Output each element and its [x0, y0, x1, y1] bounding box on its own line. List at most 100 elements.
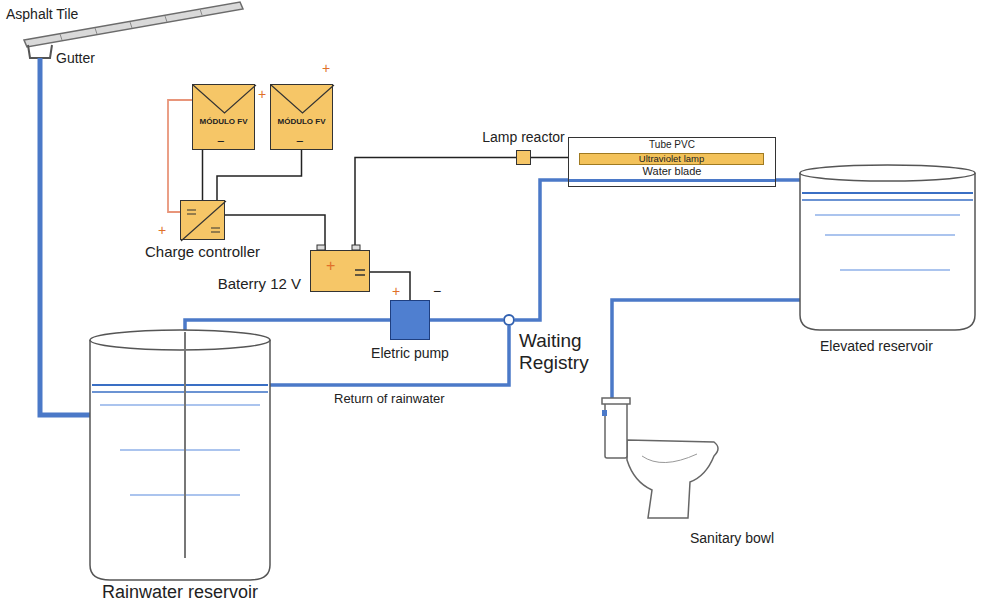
- text-holder: Lamp reactor: [482, 129, 564, 146]
- label-holder: +: [392, 283, 400, 300]
- text-holder: Sanitary bowl: [690, 530, 774, 547]
- water-blade-line: [569, 179, 775, 182]
- node-text: Waiting Registry: [519, 330, 589, 373]
- water-level: [815, 214, 960, 216]
- tank-lid: [602, 398, 630, 404]
- node-text: Elevated reservoir: [820, 338, 933, 354]
- tank-top: [800, 165, 975, 181]
- water-level: [120, 449, 240, 451]
- sanitary-bowl: Sanitary bowl: [602, 398, 727, 523]
- positive-wire: [168, 100, 192, 212]
- controller-symbol: [181, 201, 226, 241]
- text-holder: Ultraviolet lamp: [580, 154, 763, 164]
- polarity-sign: +: [326, 257, 335, 274]
- text-holder: MÓDULO FV: [271, 117, 332, 127]
- toilet-drawing: [602, 398, 727, 523]
- pvc-tube: Tube PVC Water bladeUltraviolet lamp: [568, 137, 776, 187]
- waiting-registry: Waiting Registry: [503, 314, 515, 326]
- node-text: Sanitary bowl: [690, 530, 774, 546]
- text-holder: Eletric pump: [371, 345, 449, 362]
- downpipe: [40, 58, 90, 415]
- polarity-sign: +: [392, 283, 400, 299]
- electric-pump: Eletric pump: [390, 300, 430, 340]
- pv-lines: [193, 85, 256, 113]
- electric-wire: [370, 272, 410, 300]
- polarity-sign: −: [433, 283, 441, 299]
- electric-wire: [202, 150, 204, 200]
- label-holder: −: [217, 134, 225, 150]
- node-text: Rainwater reservoir: [102, 582, 258, 602]
- node-text: MÓDULO FV: [200, 117, 248, 126]
- reservoir-drawing: [800, 165, 975, 330]
- battery-symbol: [311, 251, 371, 293]
- edge-label: Return of rainwater: [332, 391, 447, 406]
- text-holder: Charge controller: [145, 243, 260, 261]
- dc-marks: [355, 270, 365, 275]
- elevated-reservoir: Elevated reservoir: [800, 165, 975, 330]
- part-label: Asphalt Tile: [6, 6, 78, 22]
- water-pipe: [515, 180, 568, 320]
- charge-controller: Charge controller: [180, 200, 225, 240]
- pv-lines: [271, 85, 334, 113]
- water-level: [92, 384, 268, 386]
- water-level: [802, 192, 973, 194]
- tile-hatch: [60, 9, 202, 40]
- reservoir-drawing: [90, 330, 270, 580]
- lamp-reactor: Lamp reactor: [516, 150, 531, 165]
- text-holder: MÓDULO FV: [193, 117, 254, 127]
- text-holder: Water blade: [569, 165, 775, 178]
- uv-lamp: Ultraviolet lamp: [579, 153, 764, 165]
- rainwater-reservoir: Rainwater reservoir: [90, 330, 270, 580]
- text-holder: Tube PVC: [569, 139, 775, 151]
- tank-top: [90, 330, 270, 350]
- bowl-rim: [642, 454, 697, 463]
- water-level: [100, 404, 260, 406]
- node-text: Lamp reactor: [482, 129, 564, 145]
- water-level: [840, 269, 950, 271]
- label-holder: Gutter: [56, 50, 95, 67]
- water-level: [825, 234, 955, 236]
- electric-wire: [531, 157, 568, 159]
- node-text: Eletric pump: [371, 345, 449, 361]
- water-pipe: [430, 318, 503, 322]
- tank-body: [90, 340, 270, 580]
- flush-handle: [602, 410, 607, 416]
- dc-marks: [187, 210, 220, 232]
- text-holder: Rainwater reservoir: [102, 582, 258, 604]
- gutter-shape: [28, 45, 52, 58]
- polarity-sign: −: [296, 134, 304, 149]
- label-holder: +: [322, 60, 330, 77]
- electric-wire: [355, 158, 516, 251]
- tank-body: [800, 173, 975, 330]
- label-holder: +: [326, 256, 335, 275]
- label-holder: −: [433, 283, 441, 300]
- electric-wire: [217, 150, 302, 200]
- label-holder: +: [258, 86, 266, 103]
- node-text: Charge controller: [145, 243, 260, 260]
- part-label: Gutter: [56, 50, 95, 66]
- label-holder: Asphalt Tile: [6, 6, 78, 23]
- toilet-bowl: [627, 440, 718, 518]
- toilet-tank: [605, 400, 627, 458]
- label-holder: −: [296, 134, 304, 150]
- text-holder: Elevated reservoir: [820, 338, 933, 355]
- battery-terminal: [317, 245, 325, 250]
- text-holder: Baterry 12 V: [218, 275, 301, 293]
- water-pipe: [185, 320, 390, 330]
- water-pipe: [776, 178, 800, 182]
- battery-terminal: [352, 245, 360, 250]
- battery: Baterry 12 V: [310, 250, 370, 292]
- water-pipe: [612, 300, 800, 398]
- polarity-sign: +: [322, 60, 330, 76]
- node-text: Water blade: [643, 165, 702, 177]
- text-holder: Waiting Registry: [519, 330, 604, 374]
- node-text: MÓDULO FV: [278, 117, 326, 126]
- node-text: Baterry 12 V: [218, 275, 301, 292]
- water-level: [92, 391, 268, 393]
- polarity-sign: +: [158, 222, 166, 238]
- water-level: [802, 199, 973, 201]
- node-text: Tube PVC: [649, 139, 695, 150]
- controller-diagonal: [181, 201, 226, 241]
- polarity-sign: −: [217, 134, 225, 149]
